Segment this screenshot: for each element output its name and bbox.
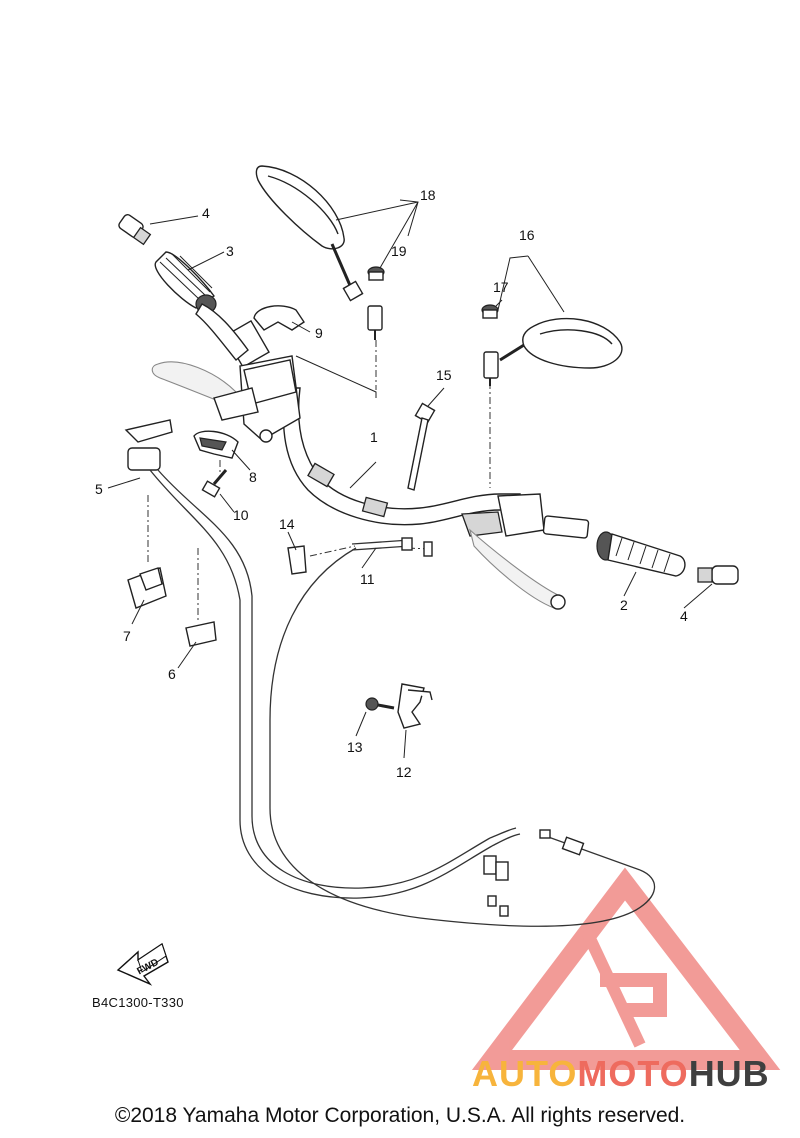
watermark-logo-triangle (471, 867, 781, 1070)
cable-11 (351, 537, 433, 557)
callout-19: 19 (391, 243, 407, 259)
grip-right (596, 531, 686, 577)
mirror-cap-left (367, 266, 385, 281)
callout-4-left: 4 (202, 205, 210, 221)
handlebar (224, 319, 521, 526)
cable-guide-5 (124, 419, 173, 471)
callout-2: 2 (620, 597, 628, 613)
callout-3: 3 (226, 243, 234, 259)
callout-4-right: 4 (680, 608, 688, 624)
throttle-cables (149, 469, 656, 927)
callout-12: 12 (396, 764, 412, 780)
leader-lines (107, 199, 713, 759)
callout-13: 13 (347, 739, 363, 755)
right-switch-assembly (461, 493, 590, 610)
bolt-10 (201, 469, 228, 498)
end-weight-right (697, 565, 739, 585)
callout-9: 9 (315, 325, 323, 341)
bolt-13 (365, 697, 395, 711)
copyright-notice: ©2018 Yamaha Motor Corporation, U.S.A. A… (114, 1104, 686, 1127)
callout-8: 8 (249, 469, 257, 485)
watermark-brand: AUTOMOTOHUB (472, 1054, 770, 1094)
callout-18: 18 (420, 187, 436, 203)
diagram-code: B4C1300-T330 (92, 995, 184, 1010)
clamp-14 (287, 545, 307, 575)
callout-10: 10 (233, 507, 249, 523)
mirror-cap-right (481, 304, 499, 319)
grip-left (154, 251, 249, 361)
end-weight-left (118, 214, 152, 246)
callout-6: 6 (168, 666, 176, 682)
holder-7 (127, 567, 167, 609)
watermark-brand-moto: MOTO (577, 1053, 689, 1094)
callout-11: 11 (360, 571, 375, 587)
band-15 (407, 402, 436, 491)
mirror-right (483, 317, 623, 386)
callout-1: 1 (370, 429, 378, 445)
mirror-left (255, 165, 383, 340)
holder-9 (253, 305, 305, 331)
watermark-brand-hub: HUB (688, 1053, 770, 1094)
bracket-12 (397, 683, 433, 729)
holder-6 (185, 621, 217, 647)
fwd-arrow-icon: FWD (116, 942, 169, 986)
watermark-brand-auto: AUTO (472, 1053, 578, 1094)
holder-8 (193, 430, 239, 459)
callout-14: 14 (279, 516, 295, 532)
left-switch-assembly (151, 355, 301, 443)
callout-17: 17 (493, 279, 509, 295)
callout-16: 16 (519, 227, 535, 243)
callout-7: 7 (123, 628, 131, 644)
callout-15: 15 (436, 367, 452, 383)
callout-5: 5 (95, 481, 103, 497)
